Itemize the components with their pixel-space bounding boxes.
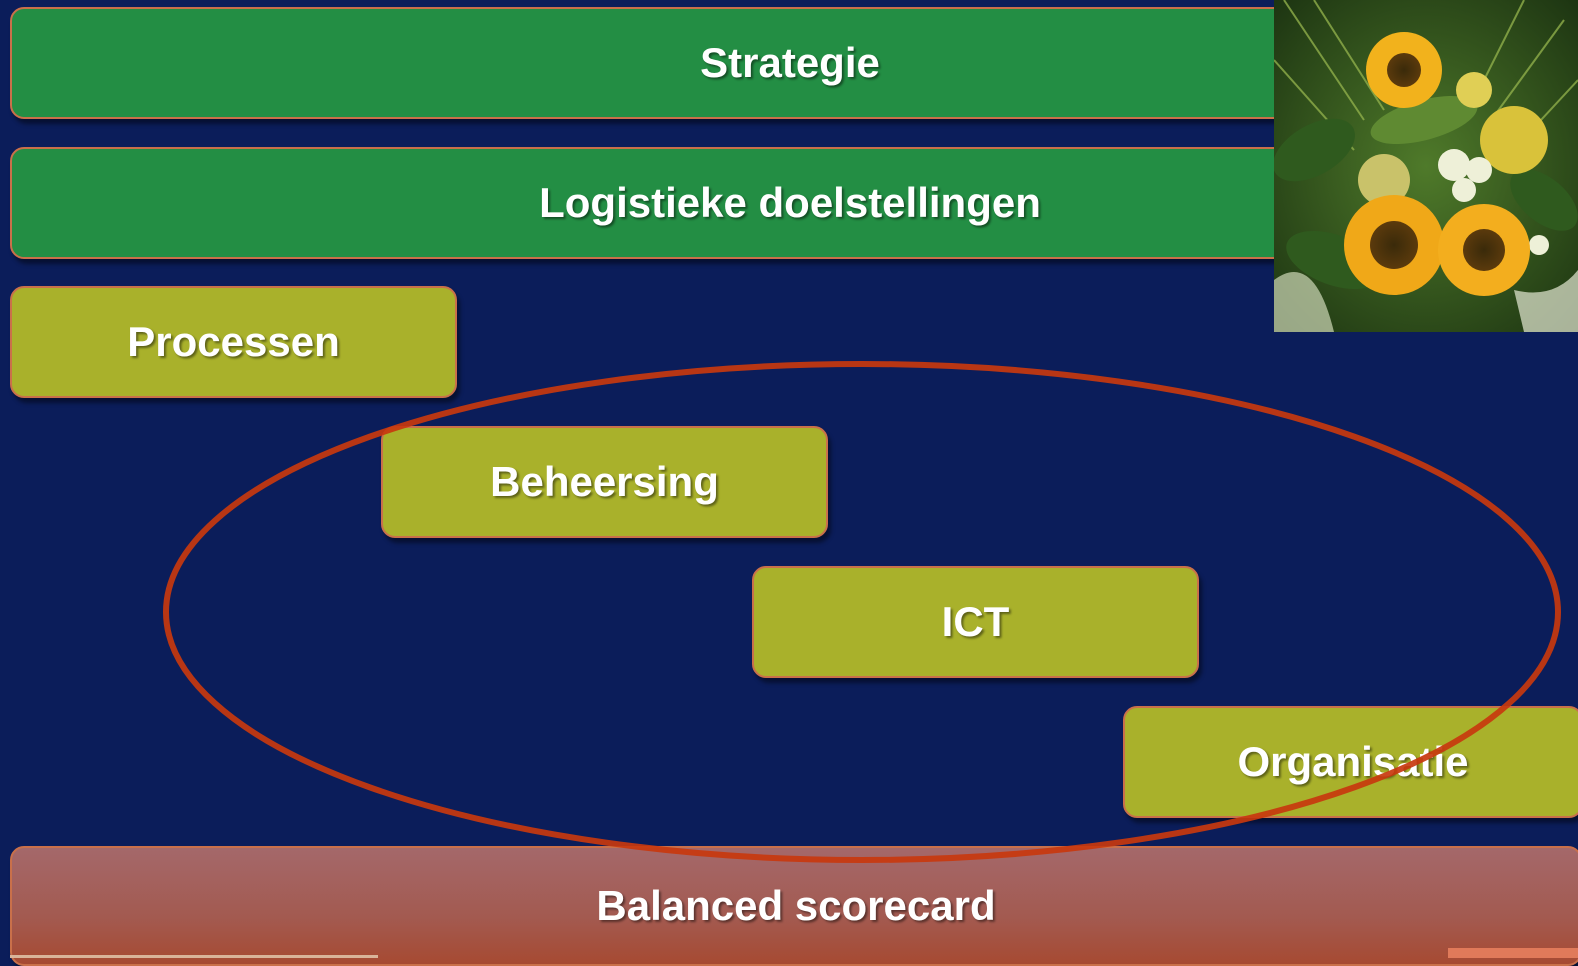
balanced-scorecard-label: Balanced scorecard xyxy=(596,882,996,929)
organisatie-box: Organisatie xyxy=(1123,706,1578,818)
balanced-scorecard-box: Balanced scorecard xyxy=(10,846,1578,966)
organisatie-label: Organisatie xyxy=(1237,738,1469,785)
sunflower-bouquet-image xyxy=(1274,0,1578,332)
ict-box: ICT xyxy=(752,566,1199,678)
processen-box: Processen xyxy=(10,286,457,398)
ict-label: ICT xyxy=(941,598,1010,645)
beheersing-label: Beheersing xyxy=(490,458,719,505)
logistieke-doelstellingen-label: Logistieke doelstellingen xyxy=(539,179,1041,226)
processen-label: Processen xyxy=(127,318,340,365)
bottom-strip-left xyxy=(10,955,378,958)
strategie-label: Strategie xyxy=(700,39,880,86)
beheersing-box: Beheersing xyxy=(381,426,828,538)
bottom-strip-right xyxy=(1448,948,1578,958)
